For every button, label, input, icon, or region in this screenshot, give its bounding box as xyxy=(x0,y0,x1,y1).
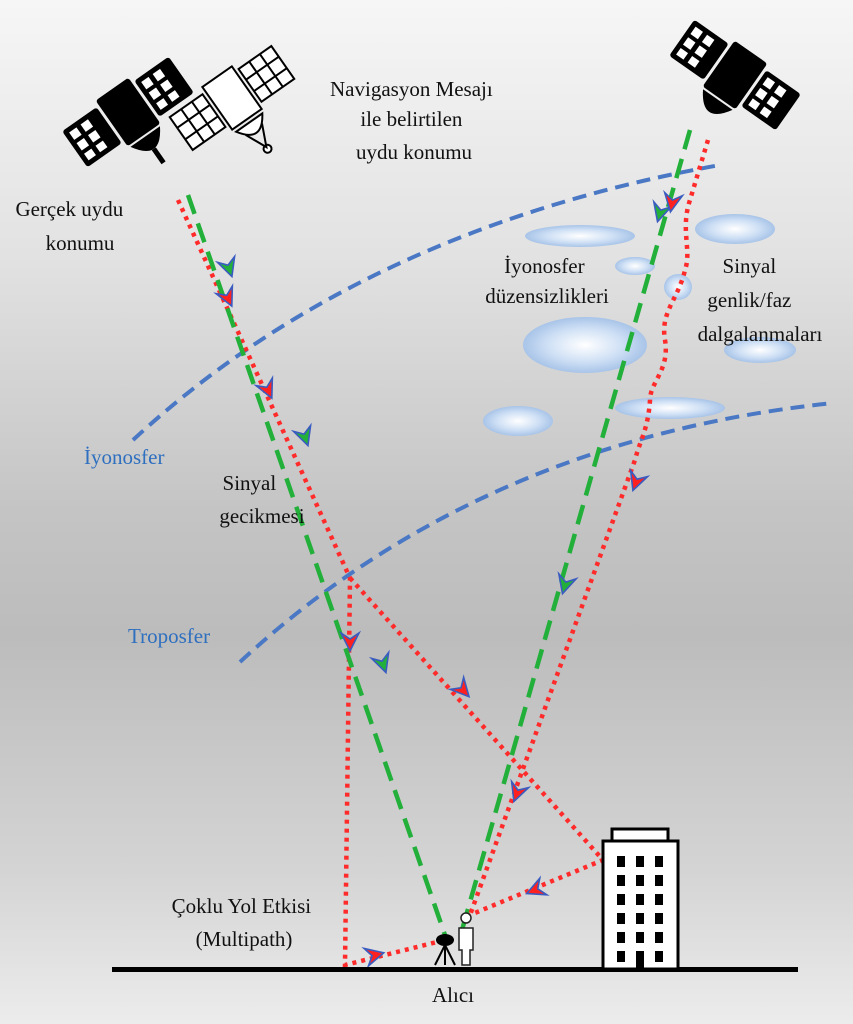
true-satellite-icon xyxy=(63,57,193,167)
signal-fluctuations-label: Sinyal genlik/faz dalgalanmaları xyxy=(698,254,823,346)
satellite-icon-right xyxy=(670,20,800,130)
scintillation-signal-path-right xyxy=(467,139,711,916)
signal-delay-label: Sinyal gecikmesi xyxy=(219,471,304,528)
nav-message-label: Navigasyon Mesajı ile belirtilen uydu ko… xyxy=(330,77,498,164)
person-icon xyxy=(458,912,474,966)
true-signal-path-left xyxy=(175,199,446,968)
ground-line xyxy=(112,967,798,972)
receiver-icon xyxy=(434,934,456,966)
nav-signal-path-left xyxy=(185,194,448,936)
ionosphere-label: İyonosfer xyxy=(84,445,164,469)
troposphere-layer-curve xyxy=(238,401,834,664)
true-position-label: Gerçek uydu konumu xyxy=(15,197,128,255)
ionosphere-layer-curve xyxy=(131,163,721,442)
building-icon xyxy=(601,827,680,971)
nav-signal-path-right xyxy=(459,129,693,931)
multipath-label: Çoklu Yol Etkisi (Multipath) xyxy=(172,894,317,951)
nav-message-satellite-icon xyxy=(168,44,296,154)
troposphere-label: Troposfer xyxy=(128,624,210,648)
multipath-building-path xyxy=(348,576,607,918)
receiver-label: Alıcı xyxy=(432,983,474,1007)
ionospheric-irregularities-clouds xyxy=(483,214,796,436)
ionospheric-irregularities-label: İyonosfer düzensizlikleri xyxy=(485,254,609,308)
